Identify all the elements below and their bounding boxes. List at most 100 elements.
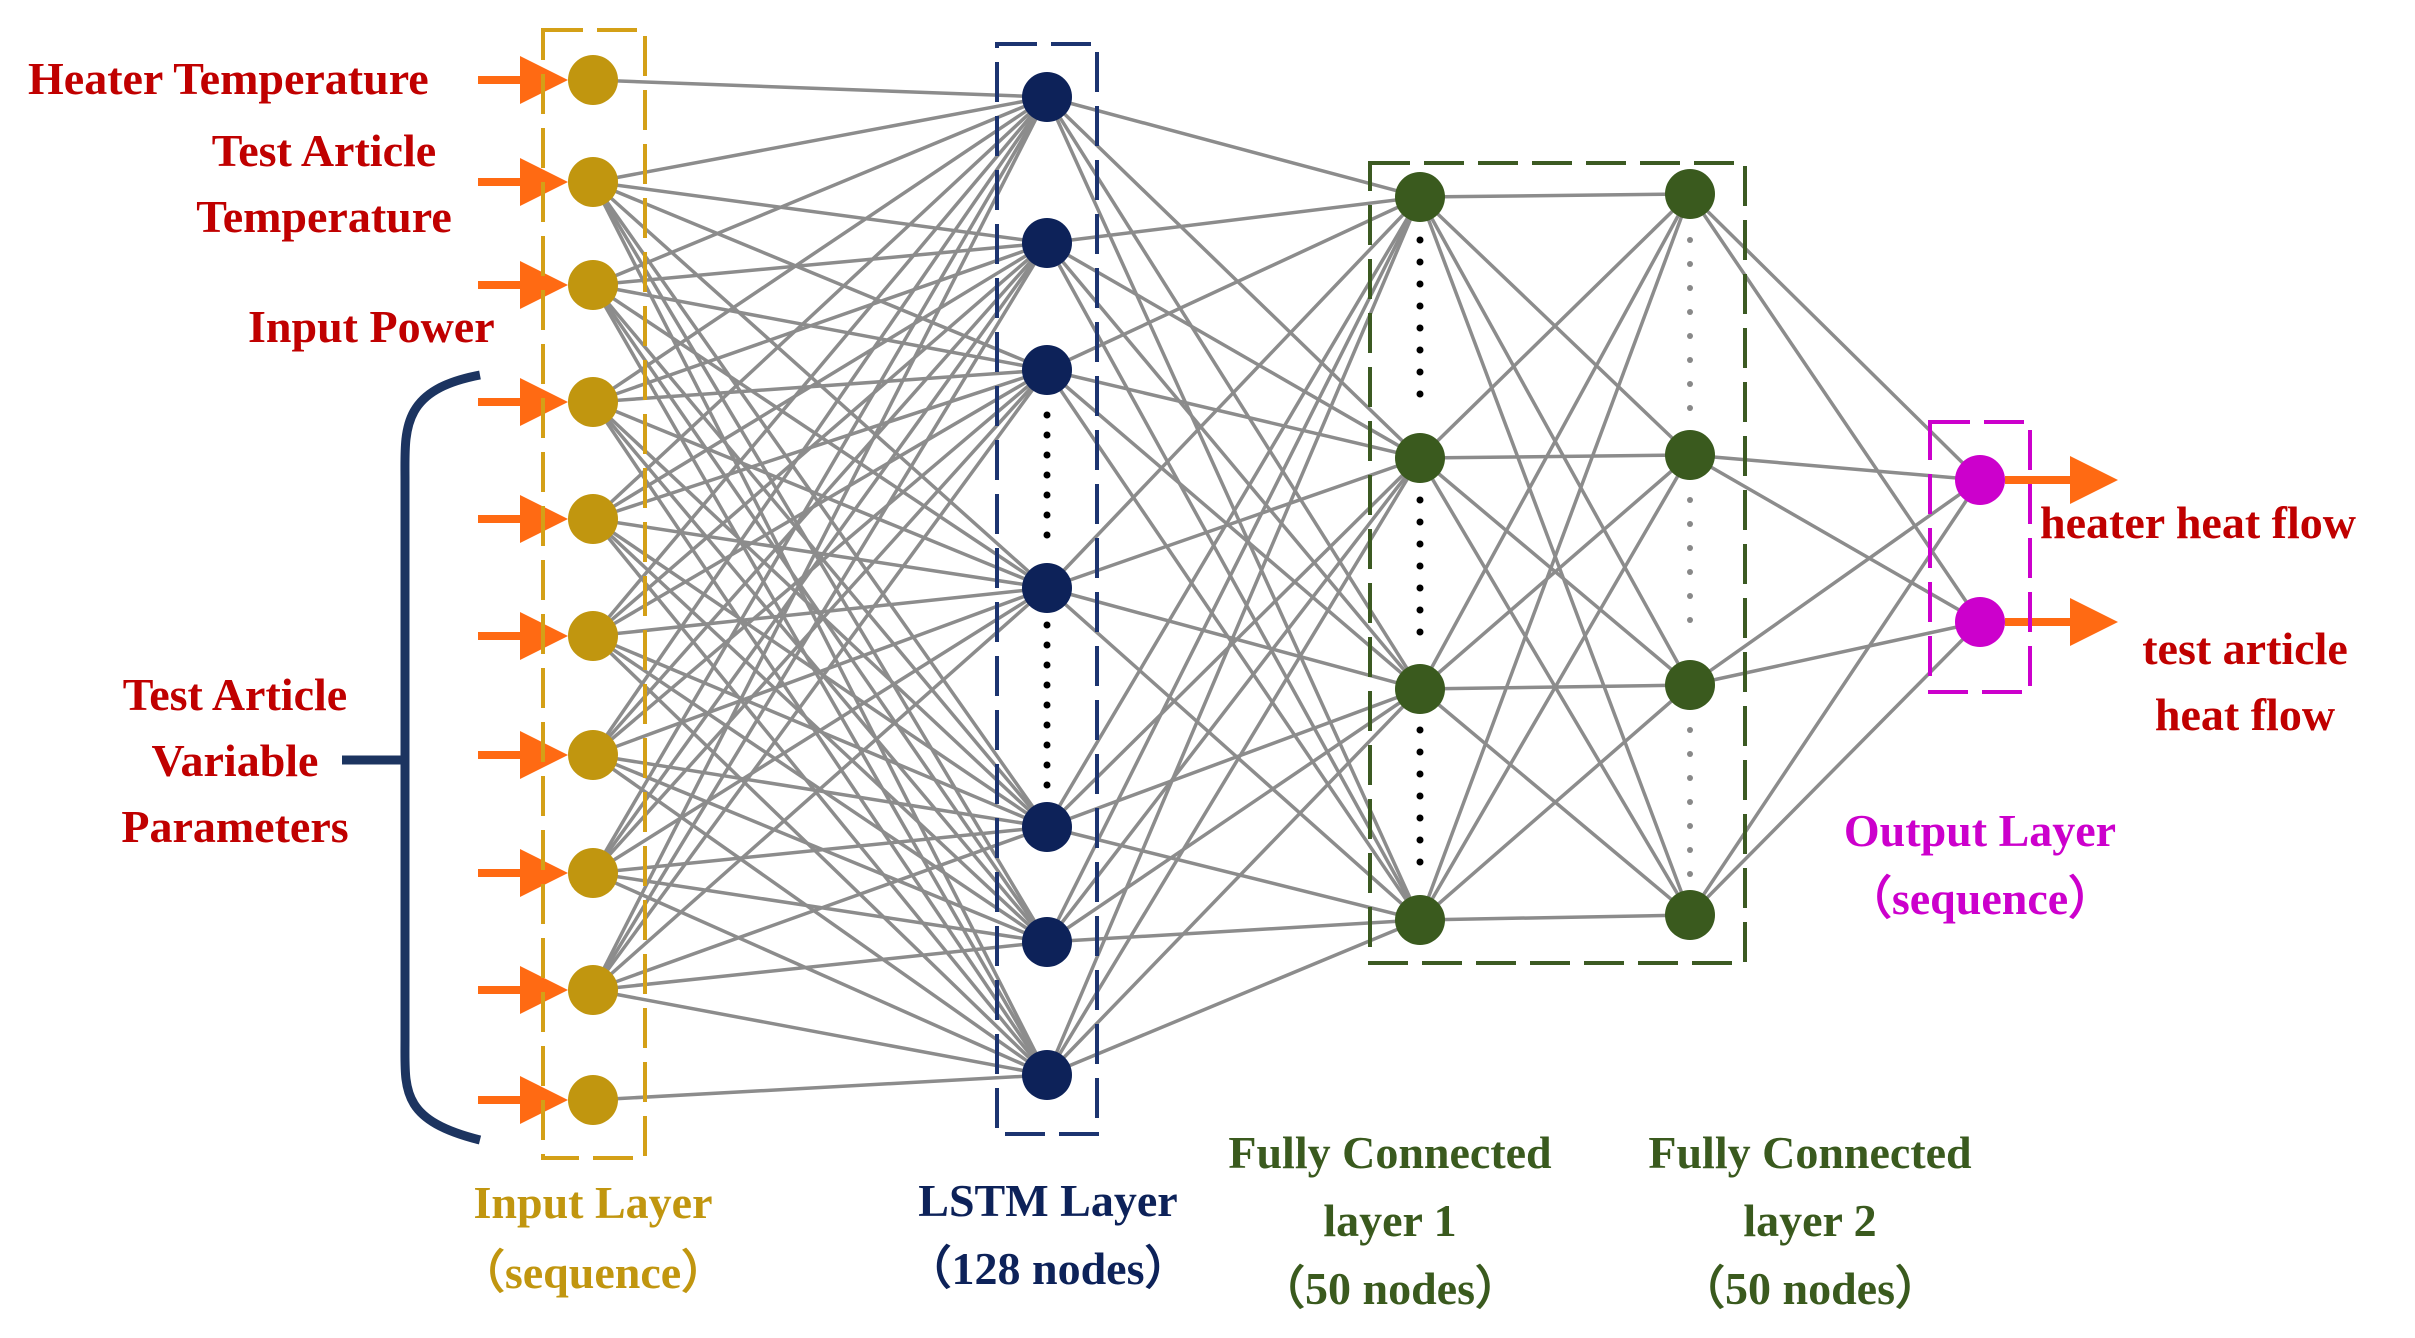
edge-1-3-3: [1045, 586, 1422, 922]
edge-1-1-2: [1045, 241, 1422, 691]
caption-fc1: Fully Connected: [1228, 1127, 1552, 1178]
lstm-ellipsis-dot: [1043, 721, 1051, 729]
edge-2-3-3: [1419, 913, 1691, 922]
input-node-7: [568, 848, 618, 898]
fc1-ellipsis-dot: [1416, 496, 1424, 504]
edge-1-3-1: [1046, 456, 1421, 590]
output-node-1: [1955, 597, 2005, 647]
label-variable-parameters-2: Variable: [152, 735, 319, 786]
fc2-ellipsis-dot: [1687, 847, 1693, 853]
label-heater-heat-flow: heater heat flow: [2040, 497, 2356, 548]
edge-3-2-1: [1689, 620, 1981, 687]
fc1-node-0: [1395, 172, 1445, 222]
caption-input-layer-sub: （sequence）: [459, 1247, 727, 1298]
edge-3-1-0: [1689, 453, 1981, 482]
lstm-ellipsis-dot: [1043, 431, 1051, 439]
label-variable-parameters-3: Parameters: [121, 801, 348, 852]
input-layer-box: [541, 28, 647, 1160]
fc1-ellipsis-dot: [1416, 814, 1424, 822]
ellipsis-dots: [1043, 236, 1693, 877]
edge-1-6-1: [1045, 457, 1422, 1076]
fc1-ellipsis-dot: [1416, 258, 1424, 266]
layer-boxes: [541, 28, 2032, 1160]
caption-lstm-layer-sub: （128 nodes）: [906, 1243, 1191, 1294]
edge-2-0-0: [1419, 192, 1691, 199]
fc2-ellipsis-dot: [1687, 285, 1693, 291]
edge-0-6-6: [591, 753, 1049, 1077]
lstm-ellipsis-dot: [1043, 491, 1051, 499]
caption-fc2-3: （50 nodes）: [1679, 1263, 1941, 1314]
lstm-node-4: [1022, 802, 1072, 852]
fc1-ellipsis-dot: [1416, 628, 1424, 636]
edge-0-8-4: [592, 825, 1048, 992]
edge-1-1-3: [1045, 242, 1422, 921]
edge-0-8-0: [591, 96, 1049, 991]
edge-1-2-1: [1046, 368, 1421, 460]
edge-0-5-3: [592, 586, 1048, 638]
edge-1-6-0: [1045, 196, 1422, 1076]
edge-0-8-1: [591, 242, 1049, 991]
fc-layers-box: [1368, 161, 1747, 965]
label-variable-parameters-1: Test Article: [123, 669, 347, 720]
caption-fc2: Fully Connected: [1648, 1127, 1972, 1178]
edge-1-6-3: [1046, 918, 1421, 1077]
edge-0-4-0: [591, 95, 1049, 521]
edge-0-1-2: [592, 180, 1048, 372]
input-arrows: [478, 56, 2118, 1124]
fc1-ellipsis-dot: [1416, 726, 1424, 734]
edge-1-5-1: [1045, 456, 1422, 944]
edge-0-7-2: [591, 368, 1049, 875]
fc1-node-2: [1395, 664, 1445, 714]
caption-lstm-layer: LSTM Layer: [918, 1175, 1177, 1226]
edge-0-8-5: [592, 940, 1048, 992]
edge-0-8-6: [592, 988, 1048, 1077]
fc2-ellipsis-dot: [1687, 871, 1693, 877]
edge-3-1-1: [1689, 453, 1981, 624]
fc1-ellipsis-dot: [1416, 368, 1424, 376]
lstm-ellipsis-dot: [1043, 621, 1051, 629]
fc2-ellipsis-dot: [1687, 799, 1693, 805]
lstm-ellipsis-dot: [1043, 411, 1051, 419]
edge-input-first: [592, 78, 1048, 99]
output-node-0: [1955, 455, 2005, 505]
lstm-ellipsis-dot: [1043, 701, 1051, 709]
edge-3-0-0: [1688, 192, 1982, 482]
edge-1-1-0: [1046, 195, 1421, 245]
fc2-ellipsis-dot: [1687, 823, 1693, 829]
lstm-node-3: [1022, 563, 1072, 613]
edge-input-last: [592, 1073, 1048, 1102]
edge-0-1-0: [592, 95, 1048, 184]
fc2-ellipsis-dot: [1687, 261, 1693, 267]
edge-0-6-3: [592, 586, 1048, 757]
caption-output-layer: Output Layer: [1844, 805, 2116, 856]
edge-1-5-3: [1046, 918, 1421, 944]
edge-0-2-0: [592, 95, 1048, 287]
caption-fc1-2: layer 1: [1323, 1195, 1456, 1246]
lstm-ellipsis-dot: [1043, 641, 1051, 649]
input-node-6: [568, 730, 618, 780]
edge-0-2-3: [592, 283, 1048, 590]
lstm-ellipsis-dot: [1043, 781, 1051, 789]
fc1-ellipsis-dot: [1416, 836, 1424, 844]
fc2-ellipsis-dot: [1687, 405, 1693, 411]
fc2-node-3: [1665, 890, 1715, 940]
edge-0-4-1: [592, 241, 1048, 521]
fc2-ellipsis-dot: [1687, 381, 1693, 387]
edge-2-3-1: [1418, 454, 1692, 921]
edge-1-0-1: [1045, 95, 1422, 460]
fc2-ellipsis-dot: [1687, 333, 1693, 339]
input-node-5: [568, 611, 618, 661]
edge-0-2-1: [592, 241, 1048, 287]
fc1-ellipsis-dot: [1416, 324, 1424, 332]
edge-0-8-2: [591, 368, 1049, 992]
edge-1-4-3: [1046, 825, 1421, 922]
fc2-ellipsis-dot: [1687, 617, 1693, 623]
nodes: [568, 55, 2005, 1125]
edge-0-7-0: [591, 96, 1049, 874]
edge-0-3-0: [592, 95, 1048, 404]
edge-1-4-1: [1045, 456, 1422, 829]
edge-1-0-0: [1046, 95, 1421, 199]
lstm-ellipsis-dot: [1043, 681, 1051, 689]
fc2-ellipsis-dot: [1687, 775, 1693, 781]
